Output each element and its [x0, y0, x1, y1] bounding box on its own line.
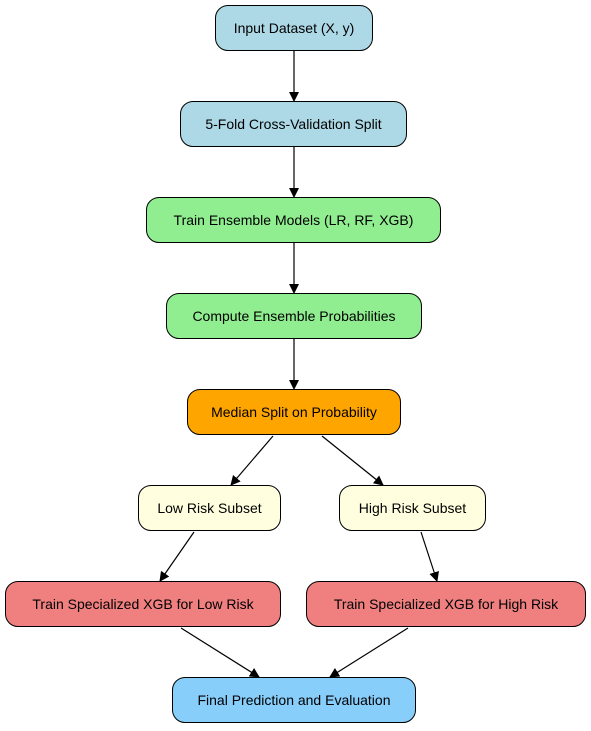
edge-xgb-low-to-final	[180, 627, 260, 678]
edge-high-risk-to-xgb-high	[420, 531, 439, 582]
node-train-ensemble: Train Ensemble Models (LR, RF, XGB)	[146, 197, 441, 243]
node-compute-probabilities: Compute Ensemble Probabilities	[166, 293, 422, 339]
node-input-dataset-label: Input Dataset (X, y)	[233, 20, 355, 36]
node-median-split-label: Median Split on Probability	[211, 404, 377, 420]
edge-median-split-to-high-risk	[321, 435, 384, 486]
node-cv-split: 5-Fold Cross-Validation Split	[180, 101, 407, 147]
node-high-risk-subset: High Risk Subset	[339, 485, 486, 531]
node-cv-split-label: 5-Fold Cross-Validation Split	[205, 116, 382, 132]
node-low-risk-subset-label: Low Risk Subset	[157, 500, 262, 516]
node-input-dataset: Input Dataset (X, y)	[215, 5, 373, 51]
node-high-risk-subset-label: High Risk Subset	[358, 500, 467, 516]
node-xgb-high-risk: Train Specialized XGB for High Risk	[306, 581, 586, 627]
node-final-prediction: Final Prediction and Evaluation	[172, 677, 416, 723]
node-xgb-high-risk-label: Train Specialized XGB for High Risk	[333, 596, 559, 612]
node-xgb-low-risk-label: Train Specialized XGB for Low Risk	[32, 596, 254, 612]
node-low-risk-subset: Low Risk Subset	[138, 485, 281, 531]
edge-median-split-to-low-risk	[230, 435, 274, 486]
node-compute-probabilities-label: Compute Ensemble Probabilities	[192, 308, 396, 324]
node-final-prediction-label: Final Prediction and Evaluation	[197, 692, 391, 708]
edge-low-risk-to-xgb-low	[159, 531, 195, 582]
edge-xgb-high-to-final	[329, 627, 409, 678]
node-train-ensemble-label: Train Ensemble Models (LR, RF, XGB)	[173, 212, 414, 228]
node-median-split: Median Split on Probability	[187, 389, 401, 435]
node-xgb-low-risk: Train Specialized XGB for Low Risk	[5, 581, 281, 627]
